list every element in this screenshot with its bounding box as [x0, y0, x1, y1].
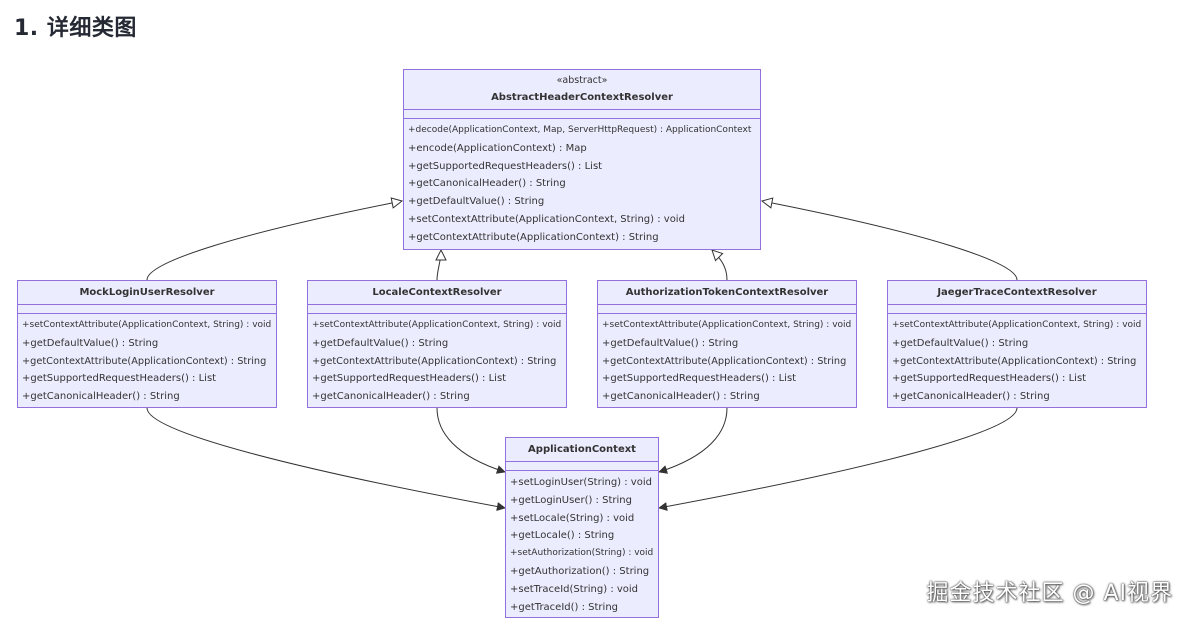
method-item: +setAuthorization(String) : void: [510, 548, 654, 559]
method-item: +getAuthorization() : String: [510, 565, 650, 577]
inherit-edge-auth: [712, 250, 728, 281]
class-header: MockLoginUserResolver: [18, 281, 276, 305]
method-item: +setContextAttribute(ApplicationContext,…: [312, 320, 562, 330]
method-item: +getContextAttribute(ApplicationContext)…: [22, 355, 267, 367]
method-item: +getLoginUser() : String: [510, 494, 632, 506]
method-item: +setLocale(String) : void: [510, 512, 635, 524]
class-header: LocaleContextResolver: [308, 281, 566, 305]
method-item: +getCanonicalHeader() : String: [312, 391, 470, 403]
inherit-edge-jaeger: [762, 201, 1018, 281]
class-header: AuthorizationTokenContextResolver: [598, 281, 856, 305]
dep-edge-locale: [436, 407, 506, 474]
class-methods: +setContextAttribute(ApplicationContext,…: [18, 314, 276, 408]
method-item: +getSupportedRequestHeaders() : List: [22, 373, 217, 385]
class-authorization-token-context-resolver: AuthorizationTokenContextResolver +setCo…: [597, 280, 857, 408]
class-methods: +setContextAttribute(ApplicationContext,…: [598, 314, 856, 408]
method-item: +setTraceId(String) : void: [510, 583, 639, 595]
class-methods: +setContextAttribute(ApplicationContext,…: [308, 314, 566, 408]
method-item: +getCanonicalHeader() : String: [602, 391, 760, 403]
method-item: +getTraceId() : String: [510, 601, 618, 613]
class-attributes: [598, 305, 856, 314]
class-locale-context-resolver: LocaleContextResolver +setContextAttribu…: [307, 280, 567, 408]
class-name: AuthorizationTokenContextResolver: [625, 287, 829, 298]
class-header: JaegerTraceContextResolver: [888, 281, 1146, 305]
class-attributes: [888, 305, 1146, 314]
class-name: LocaleContextResolver: [372, 287, 502, 298]
section-heading: 1. 详细类图: [14, 16, 137, 41]
class-attributes: [18, 305, 276, 314]
class-name: AbstractHeaderContextResolver: [491, 92, 673, 103]
method-item: +getDefaultValue() : String: [408, 196, 545, 208]
class-header: ApplicationContext: [506, 438, 658, 462]
method-item: +getCanonicalHeader() : String: [408, 178, 566, 190]
method-item: +setContextAttribute(ApplicationContext,…: [408, 213, 685, 225]
method-item: +getDefaultValue() : String: [22, 337, 159, 349]
method-item: +getContextAttribute(ApplicationContext)…: [892, 355, 1137, 367]
dep-edge-auth: [658, 407, 728, 474]
method-item: +getSupportedRequestHeaders() : List: [892, 373, 1087, 385]
method-item: +getCanonicalHeader() : String: [22, 391, 180, 403]
method-item: +setContextAttribute(ApplicationContext,…: [22, 320, 272, 330]
class-methods: +setContextAttribute(ApplicationContext,…: [888, 314, 1146, 408]
inherit-edge-locale: [437, 250, 441, 281]
class-mock-login-user-resolver: MockLoginUserResolver +setContextAttribu…: [17, 280, 277, 408]
method-item: +encode(ApplicationContext) : Map: [408, 142, 587, 154]
class-name: JaegerTraceContextResolver: [937, 287, 1097, 298]
method-item: +setLoginUser(String) : void: [510, 477, 652, 488]
method-item: +getDefaultValue() : String: [602, 337, 739, 349]
method-item: +getLocale() : String: [510, 530, 615, 542]
watermark: 掘金技术社区 @ AI视界: [926, 581, 1173, 606]
method-item: +getContextAttribute(ApplicationContext)…: [312, 355, 557, 367]
class-jaeger-trace-context-resolver: JaegerTraceContextResolver +setContextAt…: [887, 280, 1147, 408]
method-item: +getSupportedRequestHeaders() : List: [408, 160, 603, 172]
class-methods: +setLoginUser(String) : void +getLoginUs…: [506, 471, 658, 618]
method-item: +decode(ApplicationContext, Map, ServerH…: [408, 125, 752, 135]
method-item: +setContextAttribute(ApplicationContext,…: [602, 320, 852, 330]
method-item: +getContextAttribute(ApplicationContext)…: [602, 355, 847, 367]
class-stereotype: «abstract»: [556, 75, 608, 86]
class-attributes: [404, 110, 760, 119]
class-name: ApplicationContext: [528, 444, 636, 455]
class-methods: +decode(ApplicationContext, Map, ServerH…: [404, 119, 760, 249]
method-item: +getContextAttribute(ApplicationContext)…: [408, 231, 659, 243]
method-item: +getCanonicalHeader() : String: [892, 391, 1050, 403]
class-name: MockLoginUserResolver: [79, 287, 215, 298]
method-item: +getDefaultValue() : String: [312, 337, 449, 349]
method-item: +getDefaultValue() : String: [892, 337, 1029, 349]
class-attributes: [506, 462, 658, 471]
class-header: «abstract» AbstractHeaderContextResolver: [404, 70, 760, 110]
inherit-edge-mock: [146, 201, 402, 281]
method-item: +getSupportedRequestHeaders() : List: [602, 373, 797, 385]
dep-edge-mock: [146, 407, 506, 511]
dep-edge-jaeger: [658, 407, 1018, 511]
method-item: +setContextAttribute(ApplicationContext,…: [892, 320, 1142, 330]
class-application-context: ApplicationContext +setLoginUser(String)…: [505, 437, 659, 618]
method-item: +getSupportedRequestHeaders() : List: [312, 373, 507, 385]
class-attributes: [308, 305, 566, 314]
class-abstract-header-context-resolver: «abstract» AbstractHeaderContextResolver…: [403, 69, 761, 250]
